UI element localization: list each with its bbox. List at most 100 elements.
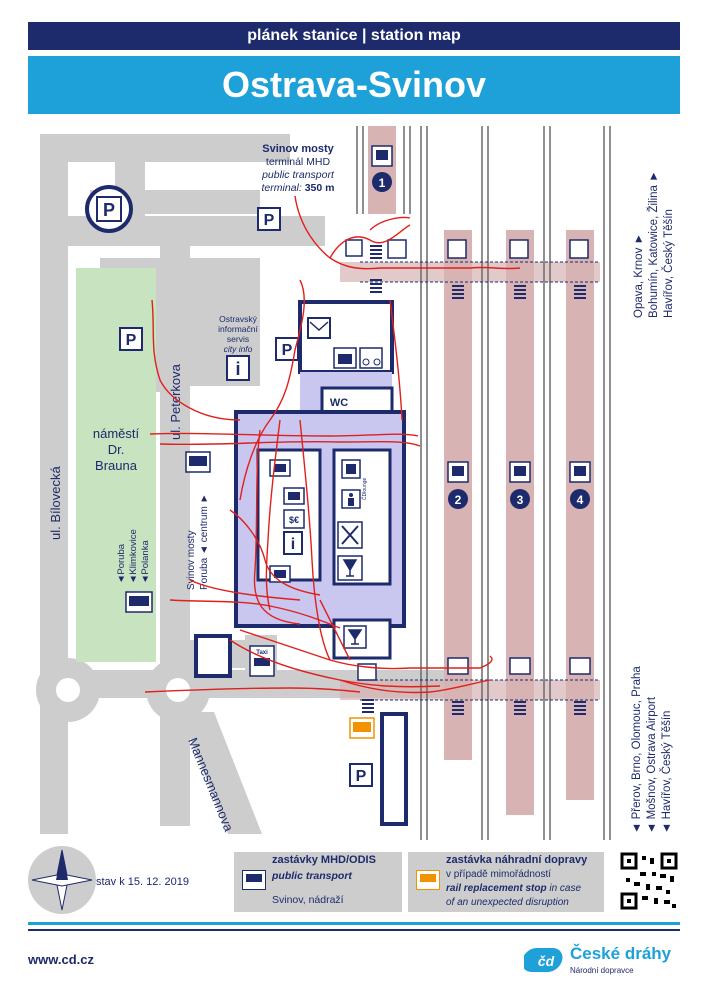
legend-mhd: zastávky MHD/ODIS public transport Svino… bbox=[234, 852, 402, 912]
legend-mhd-en: public transport bbox=[272, 870, 352, 882]
direction-centre: Poruba ◄ centrum ► bbox=[199, 494, 210, 591]
parking-icon: P bbox=[85, 185, 133, 233]
svg-text:P: P bbox=[264, 212, 275, 229]
square-line1: náměstí bbox=[93, 426, 140, 441]
replacement-bus-icon bbox=[416, 870, 440, 890]
legend-replacement: zastávka náhradní dopravy v případě mimo… bbox=[408, 852, 604, 912]
legend-rep-line2: rail replacement stop in case bbox=[446, 883, 582, 894]
parking-icon: P bbox=[349, 763, 373, 787]
svg-text:P: P bbox=[356, 768, 367, 785]
legend-rep-title: zastávka náhradní dopravy bbox=[446, 854, 588, 866]
bus-stop-icon bbox=[185, 451, 211, 473]
svg-text:Taxi: Taxi bbox=[256, 650, 268, 656]
mail-icon bbox=[307, 317, 331, 339]
legend-mhd-stop: Svinov, nádraží bbox=[272, 894, 344, 906]
bus-stop-icon bbox=[242, 870, 266, 890]
direction-south: ◄ Přerov, Brno, Olomouc, Praha bbox=[631, 666, 643, 834]
train-icon bbox=[509, 461, 531, 483]
ticket-icon bbox=[269, 565, 291, 583]
info-icon: i bbox=[226, 355, 250, 381]
station-title: Ostrava-Svinov bbox=[28, 56, 680, 114]
bar-icon bbox=[343, 625, 367, 649]
info-line3: servis bbox=[227, 334, 249, 344]
direction-west: ◄Polanka bbox=[140, 540, 151, 584]
svg-text:čd: čd bbox=[538, 953, 555, 969]
direction-west: ◄Poruba bbox=[116, 543, 127, 584]
svg-text:ČDlounge: ČDlounge bbox=[361, 478, 368, 500]
svg-text:4: 4 bbox=[577, 493, 584, 507]
train-icon bbox=[447, 461, 469, 483]
header-subtitle: plánek stanice | station map bbox=[28, 22, 680, 50]
legend-mhd-title: zastávky MHD/ODIS bbox=[272, 854, 376, 866]
svg-text:P: P bbox=[126, 332, 137, 349]
svg-text:$€: $€ bbox=[289, 515, 299, 525]
train-icon bbox=[371, 145, 393, 167]
platform-number: 3 bbox=[510, 489, 530, 509]
street-bilovecka: ul. Bílovecká bbox=[48, 466, 63, 540]
cd-logo-icon: čd bbox=[524, 948, 563, 972]
direction-north: Havířov, Český Těšín bbox=[662, 209, 675, 318]
qr-code[interactable] bbox=[620, 852, 678, 910]
bar-icon bbox=[337, 555, 363, 581]
taxi-icon: Taxi bbox=[249, 645, 275, 677]
platform-number: 2 bbox=[448, 489, 468, 509]
svg-text:P: P bbox=[103, 200, 115, 220]
parking-icon: P bbox=[275, 337, 299, 361]
terminal-line4: terminal: 350 m bbox=[262, 182, 335, 194]
footer-divider bbox=[28, 922, 680, 925]
website-link[interactable]: www.cd.cz bbox=[28, 952, 94, 967]
direction-south: ◄ Havířov, Český Těšín bbox=[660, 711, 673, 834]
direction-mosty: Svinov mosty bbox=[186, 531, 197, 590]
ticket-icon bbox=[269, 459, 291, 477]
restaurant-icon bbox=[337, 521, 363, 549]
info-line2: informační bbox=[218, 324, 258, 334]
parking-icon: P bbox=[119, 327, 143, 351]
tracks bbox=[356, 126, 611, 840]
brand-name: České dráhy bbox=[570, 944, 672, 963]
direction-north: Bohumín, Katowice, Žilina ► bbox=[647, 170, 660, 318]
svg-text:P: P bbox=[282, 342, 293, 359]
luggage-icon bbox=[333, 347, 357, 369]
svg-text:i: i bbox=[235, 359, 240, 379]
train-icon bbox=[569, 461, 591, 483]
cd-logo: čd České dráhy Národní dopravce bbox=[524, 940, 684, 980]
footer-divider bbox=[28, 929, 680, 931]
legend-rep-line1: v případě mimořádností bbox=[446, 869, 552, 880]
lounge-icon: ČDlounge bbox=[341, 478, 368, 509]
direction-south: ◄ Mošnov, Ostrava Airport bbox=[646, 696, 658, 834]
svg-text:1: 1 bbox=[379, 176, 386, 190]
bus-stop-icon bbox=[125, 591, 153, 613]
info-icon: i bbox=[283, 531, 303, 555]
platform-number: 1 bbox=[372, 172, 392, 192]
replacement-bus-icon bbox=[349, 717, 375, 739]
legend-rep-line3: of an unexpected disruption bbox=[446, 897, 569, 908]
platform-number: 4 bbox=[570, 489, 590, 509]
underpass bbox=[360, 261, 600, 701]
svg-text:i: i bbox=[291, 536, 295, 553]
platforms bbox=[340, 126, 600, 815]
svg-text:2: 2 bbox=[455, 493, 462, 507]
terminal-line3: public transport bbox=[261, 169, 335, 181]
square-line2: Dr. bbox=[108, 442, 125, 457]
shop-icon bbox=[341, 459, 361, 479]
info-line1: Ostravský bbox=[219, 314, 258, 324]
elevator-icon bbox=[345, 239, 589, 259]
direction-west: ◄Klimkovice bbox=[128, 529, 139, 584]
terminal-line2: terminál MHD bbox=[266, 156, 331, 168]
info-line4: city info bbox=[224, 344, 253, 354]
ticket-machine-icon bbox=[283, 487, 305, 505]
svg-text:3: 3 bbox=[517, 493, 524, 507]
square-line3: Brauna bbox=[95, 458, 138, 473]
terminal-title: Svinov mosty bbox=[262, 143, 334, 155]
compass-icon bbox=[28, 846, 96, 914]
stairs-icon bbox=[362, 245, 586, 715]
exchange-icon: $€ bbox=[283, 509, 305, 529]
direction-north: Opava, Krnov ► bbox=[633, 233, 645, 318]
bicycle-icon bbox=[359, 347, 383, 369]
parking-icon: P bbox=[257, 207, 281, 231]
street-peterkova: ul. Peterkova bbox=[168, 363, 183, 440]
red-scribbles bbox=[144, 195, 521, 694]
wc-label: WC bbox=[330, 397, 348, 409]
validity-date: stav k 15. 12. 2019 bbox=[96, 876, 189, 888]
